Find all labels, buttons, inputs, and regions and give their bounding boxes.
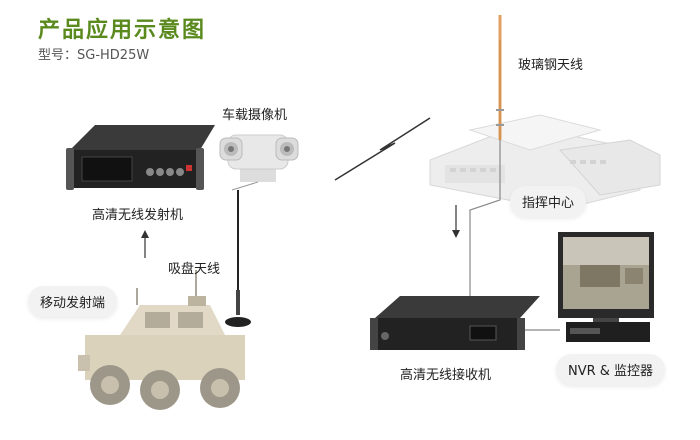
- military-vehicle: [78, 270, 245, 410]
- downlink-arrow: [452, 205, 460, 238]
- label-command-center: 指挥中心: [510, 186, 587, 217]
- label-transmitter: 高清无线发射机: [92, 208, 184, 223]
- label-nvr-monitor: NVR & 监控器: [556, 354, 666, 385]
- command-center-building: [429, 114, 661, 211]
- antenna-cable: [469, 140, 501, 300]
- wireless-link-bolt: [334, 117, 431, 181]
- suction-antenna: [225, 190, 251, 327]
- uplink-arrow: [141, 230, 149, 258]
- diagram-title: 产品应用示意图: [38, 18, 207, 43]
- label-fiberglass-antenna: 玻璃钢天线: [518, 58, 584, 73]
- label-suction-antenna: 吸盘天线: [168, 262, 221, 277]
- receiver-device: [370, 296, 560, 350]
- transmitter-device: [66, 125, 215, 190]
- label-receiver: 高清无线接收机: [400, 368, 492, 383]
- label-camera: 车载摄像机: [222, 108, 288, 123]
- label-mobile-transmitter: 移动发射端: [28, 286, 118, 317]
- nvr-monitor: [558, 232, 654, 342]
- model-label: 型号：SG-HD25W: [38, 48, 150, 63]
- vehicle-camera: [219, 134, 299, 191]
- fiberglass-antenna: [496, 15, 504, 140]
